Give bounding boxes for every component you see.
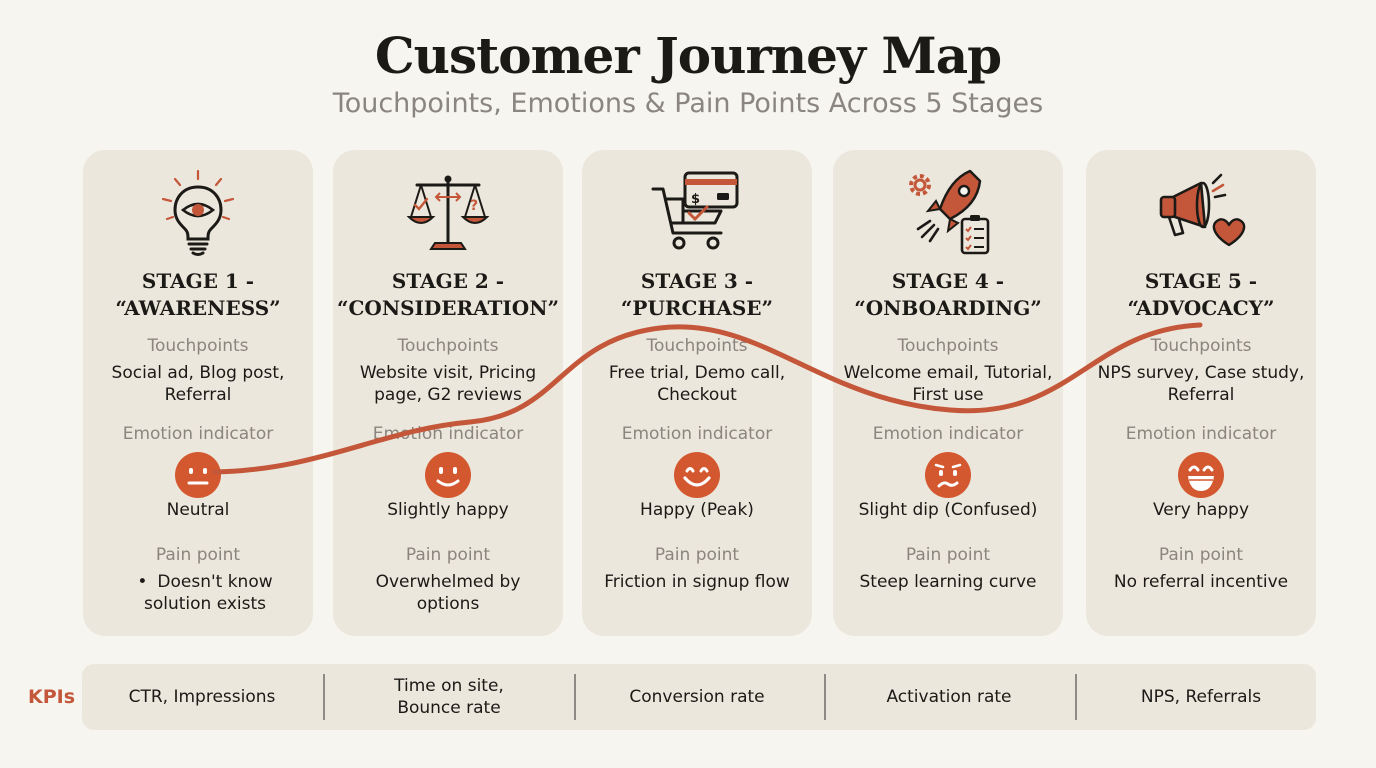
pain-point-value: No referral incentive — [1113, 572, 1289, 592]
emotion-label: Emotion indicator — [1125, 424, 1277, 444]
stage-card-purchase: $ STAGE 3 - “PURCHASE” Touchpoints Free … — [582, 150, 812, 636]
emotion-value: Neutral — [166, 500, 230, 520]
touchpoints-label: Touchpoints — [1150, 336, 1252, 356]
stage-title: STAGE 3 - “PURCHASE” — [620, 269, 774, 320]
touchpoints-value: Free trial, Demo call, Checkout — [608, 363, 786, 405]
stage-card-consideration: ? STAGE 2 - “CONSIDERATION” Touchpoints … — [333, 150, 563, 636]
pain-point-label: Pain point — [1158, 545, 1244, 565]
confused-face-icon — [925, 452, 971, 498]
cart-card-icon: $ — [582, 164, 812, 260]
touchpoints-value: Website visit, Pricing page, G2 reviews — [359, 363, 537, 405]
kpi-label: KPIs — [28, 686, 76, 708]
touchpoints-label: Touchpoints — [646, 336, 748, 356]
kpi-cell-onboarding: Activation rate — [886, 687, 1012, 707]
kpi-divider — [824, 674, 826, 720]
emotion-label: Emotion indicator — [372, 424, 524, 444]
balance-scale-icon: ? — [333, 164, 563, 260]
lightbulb-eye-icon — [83, 164, 313, 260]
touchpoints-value: Welcome email, Tutorial, First use — [843, 363, 1053, 405]
kpi-cell-awareness: CTR, Impressions — [128, 687, 276, 707]
stage-title: STAGE 1 - “AWARENESS” — [115, 269, 281, 320]
kpi-cell-advocacy: NPS, Referrals — [1140, 687, 1262, 707]
stage-card-awareness: STAGE 1 - “AWARENESS” Touchpoints Social… — [83, 150, 313, 636]
kpi-divider — [323, 674, 325, 720]
pain-point-value: Friction in signup flow — [604, 572, 790, 592]
pain-point-value: Overwhelmed by options — [375, 572, 521, 614]
emotion-value: Slightly happy — [387, 500, 509, 520]
pain-point-label: Pain point — [405, 545, 491, 565]
kpi-cell-consideration: Time on site, Bounce rate — [394, 676, 504, 718]
svg-text:?: ? — [470, 198, 478, 214]
kpi-bar: CTR, Impressions Time on site, Bounce ra… — [82, 664, 1316, 730]
kpi-divider — [1075, 674, 1077, 720]
touchpoints-label: Touchpoints — [397, 336, 499, 356]
stage-card-advocacy: STAGE 5 - “ADVOCACY” Touchpoints NPS sur… — [1086, 150, 1316, 636]
svg-text:$: $ — [691, 192, 700, 207]
page-subtitle: Touchpoints, Emotions & Pain Points Acro… — [332, 88, 1044, 119]
touchpoints-label: Touchpoints — [897, 336, 999, 356]
grin-face-icon — [1178, 452, 1224, 498]
neutral-face-icon — [175, 452, 221, 498]
emotion-value: Very happy — [1152, 500, 1250, 520]
emotion-label: Emotion indicator — [122, 424, 274, 444]
rocket-checklist-icon — [833, 164, 1063, 260]
pain-point-label: Pain point — [155, 545, 241, 565]
touchpoints-label: Touchpoints — [147, 336, 249, 356]
emotion-value: Happy (Peak) — [640, 500, 754, 520]
kpi-cell-purchase: Conversion rate — [629, 687, 765, 707]
emotion-value: Slight dip (Confused) — [858, 500, 1038, 520]
touchpoints-value: NPS survey, Case study, Referral — [1097, 363, 1305, 405]
kpi-divider — [574, 674, 576, 720]
pain-point-label: Pain point — [905, 545, 991, 565]
emotion-label: Emotion indicator — [621, 424, 773, 444]
page-title: Customer Journey Map — [374, 26, 1002, 85]
happy-face-icon — [674, 452, 720, 498]
emotion-label: Emotion indicator — [872, 424, 1024, 444]
slight-smile-face-icon — [425, 452, 471, 498]
bullet: • — [137, 572, 148, 592]
pain-point-value: Steep learning curve — [859, 572, 1037, 592]
stage-title: STAGE 5 - “ADVOCACY” — [1127, 269, 1275, 320]
pain-point-label: Pain point — [654, 545, 740, 565]
stage-title: STAGE 2 - “CONSIDERATION” — [336, 269, 559, 320]
touchpoints-value: Social ad, Blog post, Referral — [111, 363, 285, 405]
stage-card-onboarding: STAGE 4 - “ONBOARDING” Touchpoints Welco… — [833, 150, 1063, 636]
stage-title: STAGE 4 - “ONBOARDING” — [854, 269, 1042, 320]
megaphone-heart-icon — [1086, 164, 1316, 260]
pain-point-value: •Doesn't know solution exists — [137, 572, 273, 614]
